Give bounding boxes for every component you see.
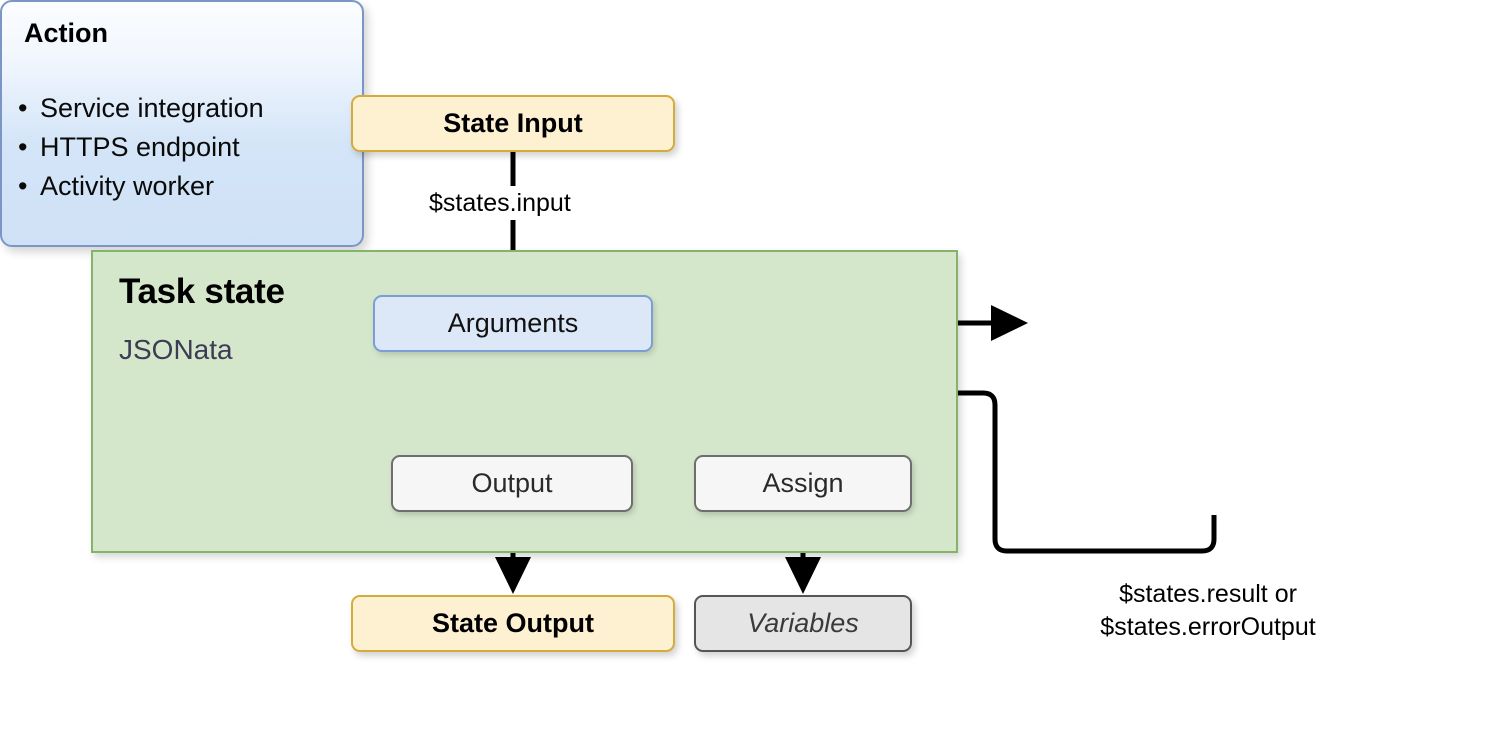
action-item-label: HTTPS endpoint [40,132,240,162]
bullet-icon: • [18,171,28,201]
bullet-icon: • [18,93,28,123]
edge-action-result-feedback [524,390,1217,554]
action-title: Action [24,18,108,48]
action-item-label: Activity worker [40,171,215,201]
edge-label-states-result-line2: $states.errorOutput [1100,613,1316,641]
action-item-list: • Service integration • HTTPS endpoint • Ac… [18,89,264,206]
action-item: • HTTPS endpoint [18,128,264,167]
edge-label-states-result-line1: $states.result or [1119,580,1297,608]
action-panel: Action • Service integration • HTTPS endpo… [0,0,364,247]
node-arguments: Arguments [373,295,653,352]
edge-label-states-input: $states.input [423,186,577,220]
node-state-input: State Input [351,95,675,152]
action-item: • Activity worker [18,167,264,206]
node-state-output: State Output [351,595,675,652]
task-state-title: Task state [119,272,285,311]
action-item-label: Service integration [40,93,264,123]
bullet-icon: • [18,132,28,162]
node-assign: Assign [694,455,912,512]
node-output: Output [391,455,633,512]
action-item: • Service integration [18,89,264,128]
edge-label-states-result: $states.result or $states.errorOutput [1073,578,1343,644]
task-state-subtitle: JSONata [119,334,233,365]
node-variables: Variables [694,595,912,652]
